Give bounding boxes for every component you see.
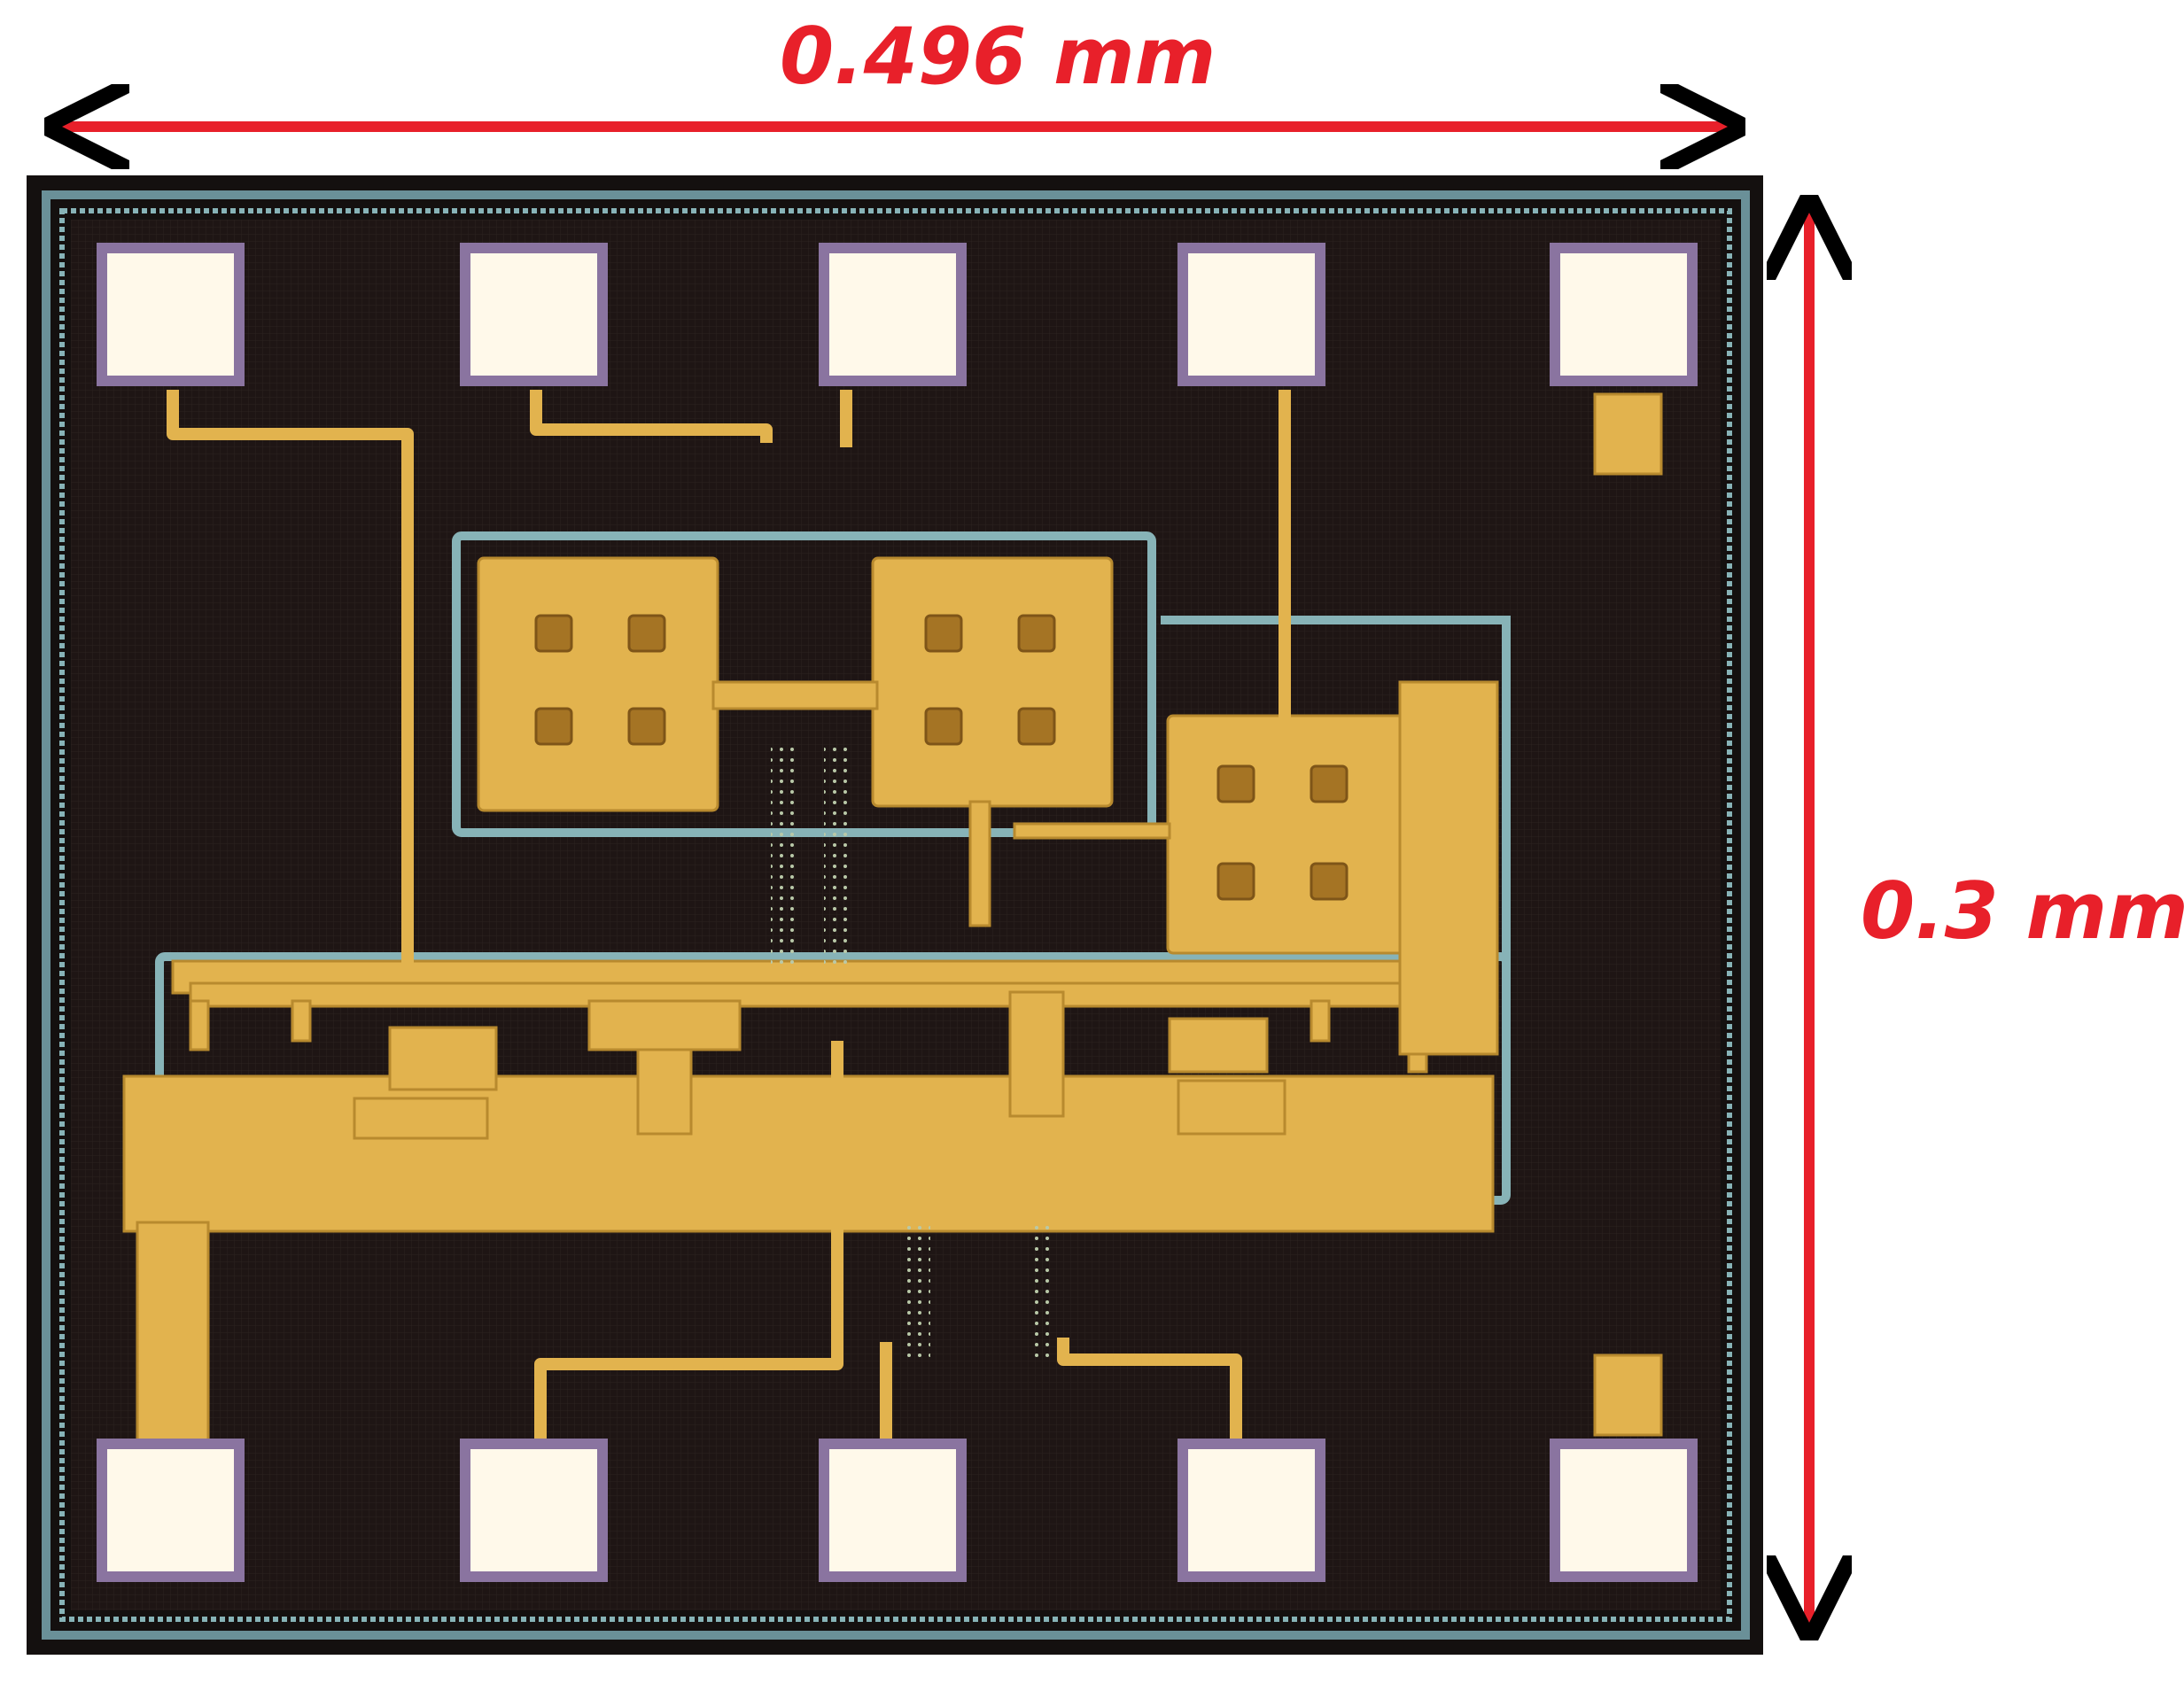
capacitor-bridge [711,680,879,710]
height-dimension-label: 0.3 mm [1861,865,2184,957]
gate-s-left-b [353,1097,489,1140]
via-strip-bottom-2 [1028,1222,1054,1364]
via [627,614,666,653]
bond-pad [1177,1439,1325,1582]
gate-s-right-b [1177,1079,1286,1136]
via [1310,862,1348,901]
capacitor-vias [534,614,1348,901]
width-dimension-label: 0.496 mm [780,11,1216,102]
gate-comb-left [189,999,210,1051]
die-seal-ring-inner [59,208,1732,1622]
gate-t-right-stem [1008,990,1065,1118]
bond-pad [819,1439,967,1582]
gate-comb-left-2 [291,999,312,1043]
trace-bottom-2 [534,1041,843,1444]
left-vertical-bar [136,1221,210,1450]
via [1216,764,1255,803]
via [1216,862,1255,901]
capacitor-plate-right [1166,714,1407,955]
gate-s-left [388,1026,498,1091]
bond-pads-top [97,243,1698,386]
via [534,707,573,746]
via-strips [771,744,1054,1364]
via [1017,707,1056,746]
bond-pad [1177,243,1325,386]
bond-pad [460,243,608,386]
capacitor-block-outline [452,531,1156,837]
capacitor-plate-middle [871,556,1114,808]
transistor-band [122,1074,1495,1233]
capacitor-drop [968,800,991,927]
gate-t-left-top [587,999,742,1051]
gate-comb-right-2 [1310,999,1331,1043]
bond-pad [97,243,245,386]
via [1310,764,1348,803]
bond-pad [460,1439,608,1582]
via [627,707,666,746]
capacitor-link [1013,822,1171,840]
via-strip-bottom-1 [904,1222,930,1364]
via [1017,614,1056,653]
via [924,707,963,746]
trace-pad1 [167,390,414,970]
trace-bottom-4 [1057,1338,1242,1444]
via-strip-center-1 [771,744,797,966]
via [924,614,963,653]
via-strip-center-2 [824,744,851,966]
bond-pad [97,1439,245,1582]
die-seal-ring [42,190,1750,1640]
bond-pad [819,243,967,386]
capacitor-plate-left [477,556,719,812]
small-pad-top-right [1593,392,1663,476]
right-feed-outline [1161,616,1511,966]
bond-pads [97,243,1698,1582]
bond-pad [1550,243,1698,386]
right-feed-block [1398,680,1499,1056]
gate-bus [189,981,1428,1008]
bond-pads-bottom [97,1439,1698,1582]
trace-pad2 [530,390,773,443]
bond-pad [1550,1439,1698,1582]
gate-s-right [1168,1017,1269,1074]
gold-traces [167,390,1291,1444]
dimension-arrows [55,127,1809,1630]
small-pad-bottom-right [1593,1353,1663,1437]
via [534,614,573,653]
